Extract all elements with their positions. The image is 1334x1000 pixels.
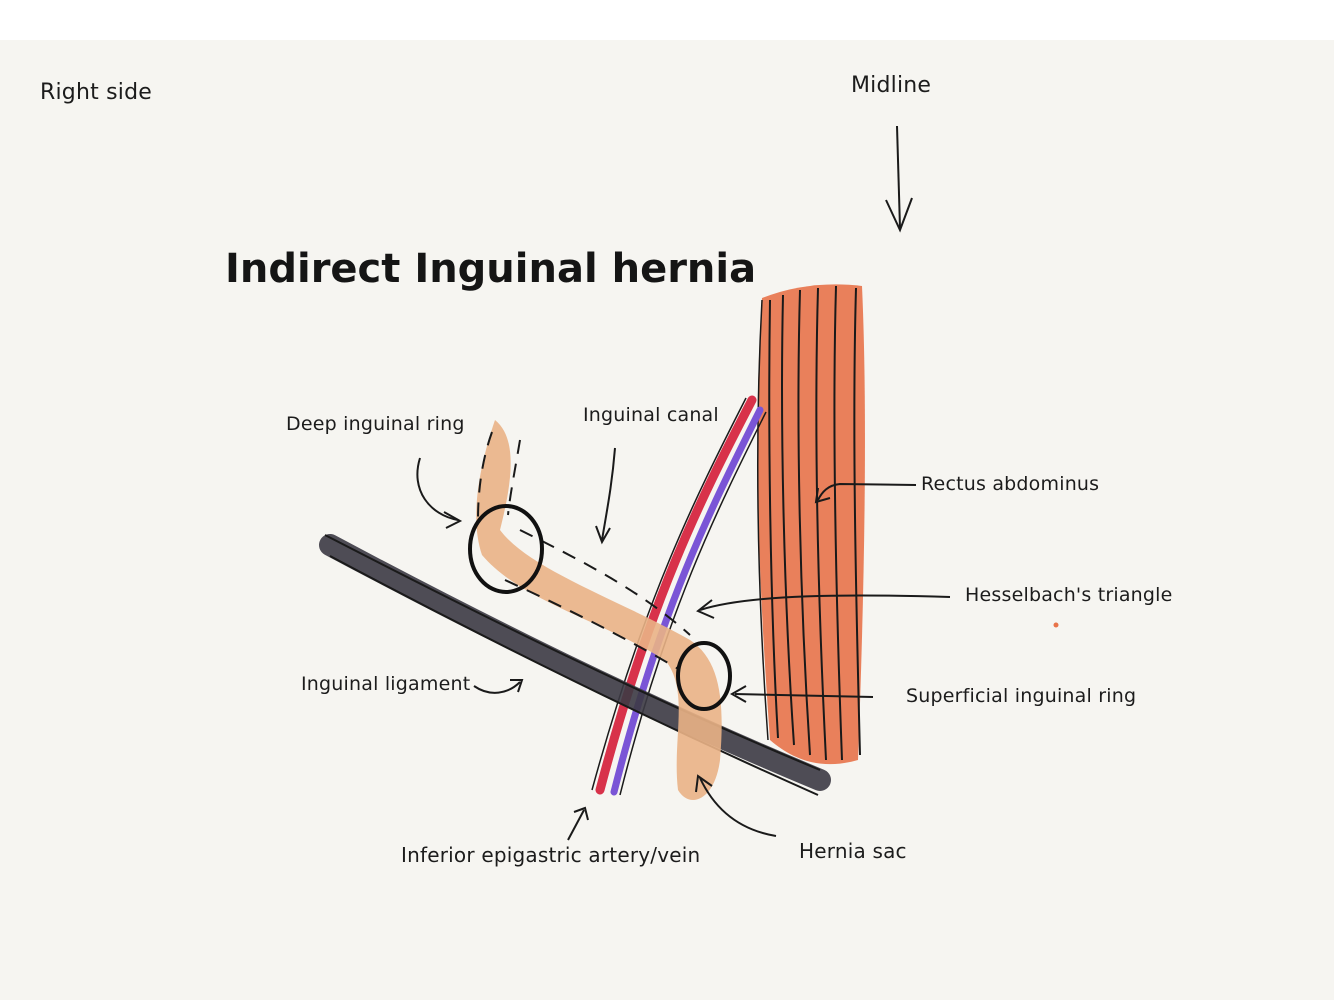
label-deep-inguinal-ring: Deep inguinal ring — [286, 413, 465, 435]
marker-dot — [1054, 623, 1059, 628]
canal-pointer — [602, 448, 615, 540]
label-hernia-sac: Hernia sac — [799, 839, 907, 863]
label-inferior-epigastric-vessels: Inferior epigastric artery/vein — [401, 843, 700, 867]
label-inguinal-ligament: Inguinal ligament — [301, 673, 470, 695]
vessels-pointer — [568, 810, 584, 840]
ligament-pointer — [474, 682, 520, 693]
midline-arrow — [886, 126, 912, 230]
label-right-side: Right side — [40, 80, 152, 105]
diagram-title: Indirect Inguinal hernia — [225, 246, 756, 292]
label-superficial-inguinal-ring: Superficial inguinal ring — [906, 685, 1136, 707]
deep-ring-pointer-head — [444, 512, 460, 528]
rectus-abdominus-muscle — [757, 284, 865, 764]
deep-ring-pointer — [417, 458, 458, 520]
label-hesselbach-triangle: Hesselbach's triangle — [965, 584, 1173, 606]
label-rectus-abdominus: Rectus abdominus — [921, 473, 1099, 495]
label-inguinal-canal: Inguinal canal — [583, 404, 719, 426]
inguinal-ligament — [325, 535, 820, 795]
label-midline: Midline — [851, 73, 931, 98]
